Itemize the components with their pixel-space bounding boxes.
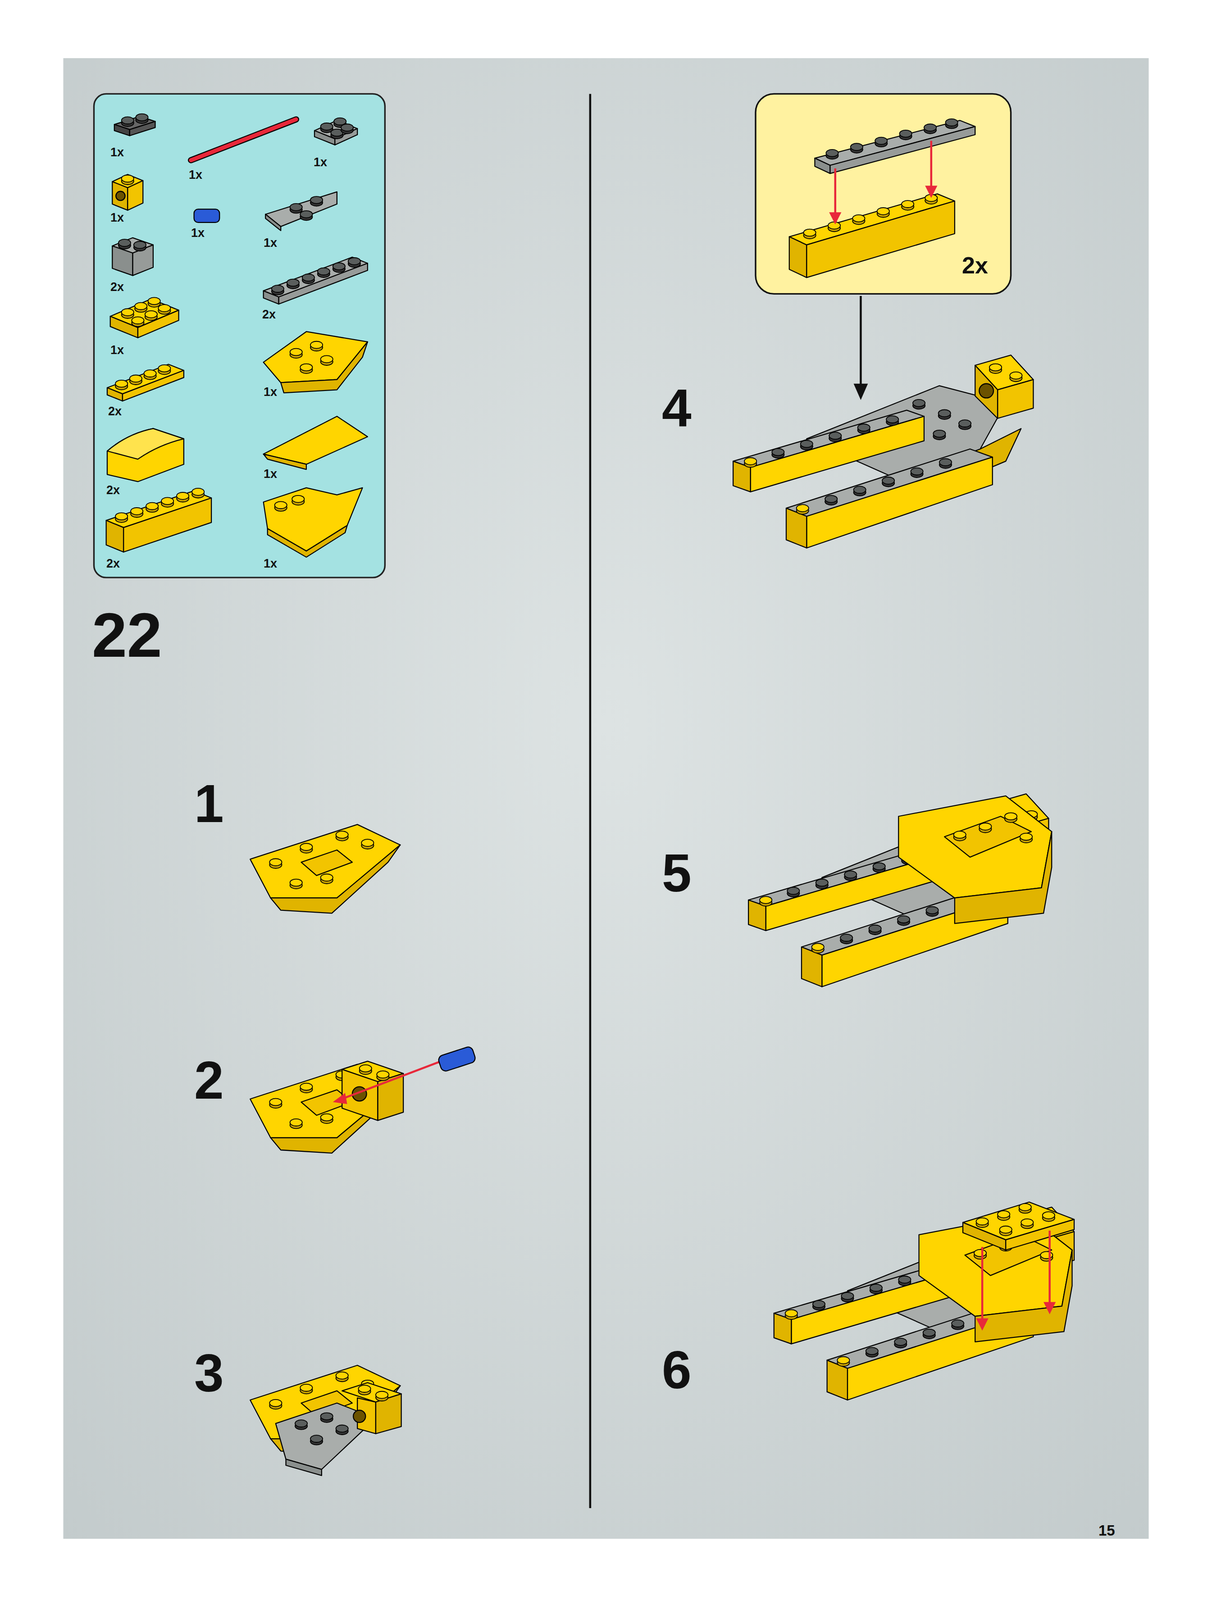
step-number: 4 (661, 381, 692, 435)
quantity: 2x (110, 281, 124, 294)
step-number: 2 (194, 1053, 224, 1108)
quantity: 2x (262, 308, 276, 321)
quantity: 2x (106, 484, 120, 497)
page-number: 15 (1098, 1523, 1116, 1539)
quantity: 1x (313, 156, 328, 169)
quantity: 2x (108, 405, 122, 418)
quantity: 1x (263, 386, 278, 399)
quantity: 1x (110, 344, 124, 357)
step-number: 3 (194, 1346, 224, 1400)
quantity: 2x (961, 253, 989, 278)
quantity: 1x (263, 557, 278, 570)
quantity: 1x (110, 211, 124, 224)
section-number: 22 (91, 603, 163, 667)
quantity: 1x (110, 146, 124, 159)
quantity: 1x (191, 227, 205, 240)
step-number: 6 (661, 1343, 692, 1397)
step-number: 5 (661, 846, 692, 900)
quantity: 1x (263, 468, 278, 481)
step-number: 1 (194, 777, 224, 831)
quantity: 1x (188, 168, 203, 182)
quantity: 2x (106, 557, 120, 570)
quantity: 1x (263, 236, 278, 250)
